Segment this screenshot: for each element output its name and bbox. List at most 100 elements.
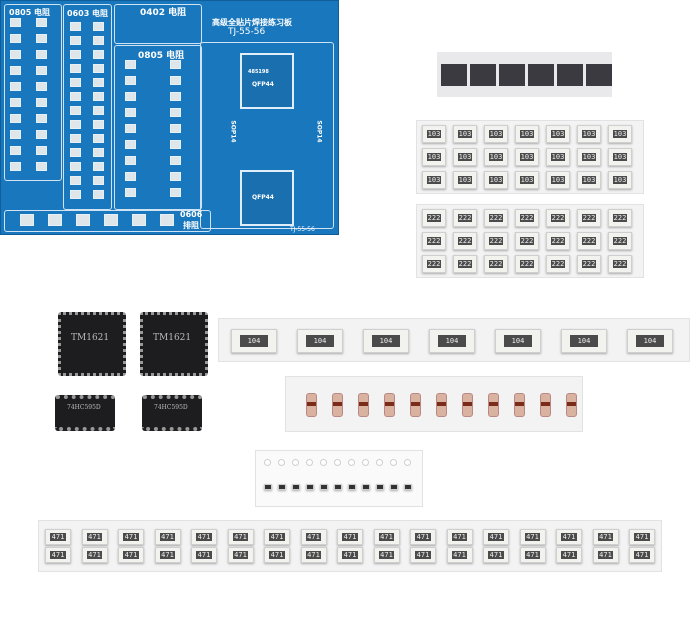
array-pad — [76, 214, 90, 226]
resistor-code: 103 — [550, 175, 566, 185]
smd-resistor: 104 — [495, 329, 541, 353]
resistor-code: 471 — [524, 551, 541, 559]
0402-resistor — [278, 484, 286, 490]
solder-pad — [93, 78, 104, 87]
solder-pad — [36, 34, 47, 43]
smd-diode — [436, 393, 447, 417]
solder-pad — [170, 60, 181, 69]
resistor-code: 103 — [550, 129, 566, 139]
resistor-code: 471 — [86, 551, 103, 559]
resistor-code: 103 — [519, 129, 535, 139]
smd-diode — [514, 393, 525, 417]
chip-mark: 74HC595D — [154, 404, 188, 411]
resistor-code: 222 — [581, 259, 597, 269]
smd-resistor: 471 — [373, 529, 400, 545]
smd-resistor: 471 — [300, 529, 327, 545]
smd-diode — [306, 393, 317, 417]
resistor-code: 222 — [581, 236, 597, 246]
resistor-code: 471 — [451, 533, 468, 541]
smd-resistor: 471 — [483, 529, 509, 545]
solder-pad — [170, 108, 181, 117]
smd-diode — [540, 393, 551, 417]
resistor-code: 103 — [488, 152, 504, 162]
resistor-code: 222 — [519, 236, 535, 246]
solder-pad — [93, 176, 104, 185]
pcb-model-small: TJ-55-56 — [290, 226, 315, 233]
smd-resistor: 222 — [453, 232, 477, 250]
sprocket-hole — [292, 459, 299, 466]
smd-resistor: 222 — [515, 209, 539, 227]
smd-resistor: 103 — [608, 148, 632, 166]
smd-resistor: 471 — [410, 547, 436, 563]
smd-resistor: 471 — [118, 529, 144, 545]
solder-pad — [10, 98, 21, 107]
array-pad — [132, 214, 146, 226]
solder-pad — [170, 172, 181, 181]
resistor-code: 471 — [378, 533, 395, 541]
smd-resistor: 104 — [297, 329, 343, 353]
soic-chip: 74HC595D — [55, 395, 115, 431]
solder-pad — [93, 64, 104, 73]
sop-label: SOP14 — [315, 120, 323, 143]
resistor-code: 471 — [196, 551, 212, 559]
resistor-code: 222 — [488, 213, 504, 223]
sprocket-hole — [334, 459, 341, 466]
resistor-code: 471 — [342, 533, 358, 541]
resistor-code: 471 — [634, 533, 650, 541]
soic-chip: 74HC595D — [142, 395, 202, 431]
resistor-code: 471 — [305, 533, 322, 541]
section-array — [4, 210, 211, 232]
smd-resistor: 471 — [337, 547, 363, 563]
smd-resistor: 471 — [519, 547, 546, 563]
solder-pad — [36, 98, 47, 107]
section-label: 0805 电阻 — [9, 8, 51, 17]
smd-resistor: 103 — [484, 148, 508, 166]
resistor-code: 103 — [550, 152, 566, 162]
smd-resistor: 471 — [227, 547, 254, 563]
solder-pad — [170, 188, 181, 197]
smd-resistor: 103 — [515, 171, 539, 189]
smd-resistor: 103 — [422, 125, 446, 143]
sot23-transistor — [557, 64, 583, 86]
resistor-code: 103 — [581, 152, 597, 162]
smd-resistor: 222 — [608, 209, 632, 227]
solder-pad — [10, 82, 21, 91]
sot23-transistor — [470, 64, 496, 86]
sot23-transistor — [441, 64, 467, 86]
resistor-code: 103 — [457, 129, 473, 139]
smd-resistor: 222 — [608, 232, 632, 250]
smd-resistor: 103 — [577, 148, 601, 166]
solder-pad — [10, 130, 21, 139]
sprocket-hole — [264, 459, 271, 466]
smd-resistor: 471 — [191, 547, 217, 563]
small-resistor-tape — [255, 450, 423, 507]
solder-pad — [93, 106, 104, 115]
resistor-code: 471 — [597, 533, 614, 541]
resistor-code: 222 — [519, 213, 535, 223]
resistor-code: 222 — [550, 213, 566, 223]
resistor-code: 471 — [232, 551, 249, 559]
solder-pad — [36, 146, 47, 155]
array-name: 排阻 — [183, 221, 199, 230]
pcb-title: 高级全贴片焊接练习板 — [212, 18, 292, 27]
solder-pad — [125, 156, 136, 165]
smd-resistor: 471 — [373, 547, 400, 563]
smd-resistor: 471 — [81, 529, 108, 545]
resistor-code: 471 — [415, 533, 431, 541]
solder-pad — [36, 82, 47, 91]
smd-resistor: 471 — [592, 529, 619, 545]
smd-resistor: 222 — [546, 255, 570, 273]
chip-mark: TM1621 — [71, 333, 110, 343]
resistor-code: 222 — [519, 259, 535, 269]
section-0805-left — [4, 4, 62, 181]
section-ic — [200, 42, 334, 229]
resistor-code: 103 — [612, 175, 628, 185]
smd-resistor: 103 — [453, 148, 477, 166]
smd-diode — [566, 393, 577, 417]
smd-resistor: 222 — [453, 255, 477, 273]
0402-resistor — [306, 484, 314, 490]
sprocket-hole — [278, 459, 285, 466]
solder-pad — [70, 190, 81, 199]
